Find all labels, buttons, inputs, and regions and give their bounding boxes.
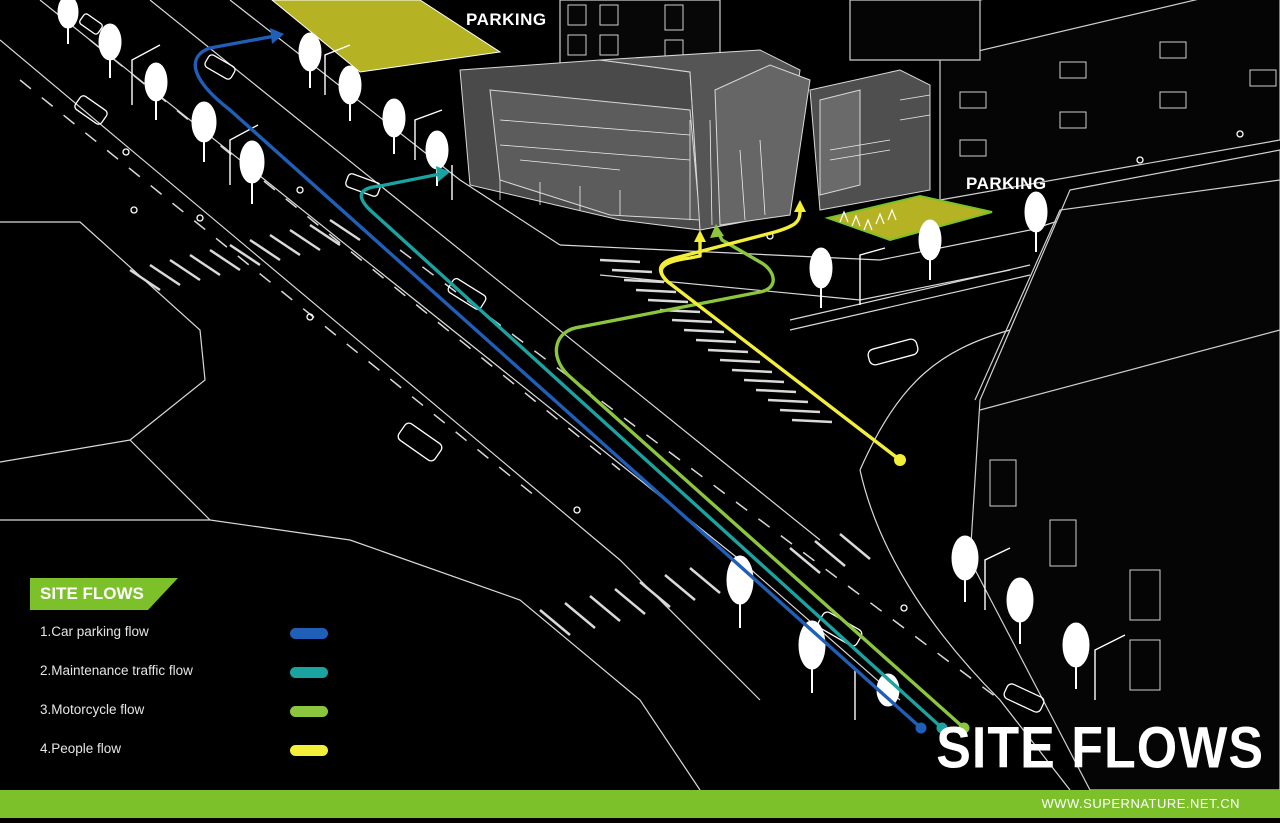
neighbour-buildings (559, 0, 1280, 791)
street-trees (57, 0, 1090, 707)
main-title: SITE FLOWS (936, 715, 1264, 781)
legend-swatch-people (290, 745, 328, 756)
legend-item-label: 4.People flow (40, 741, 122, 756)
legend-swatch-car-parking (290, 628, 328, 639)
legend-item-label: 3.Motorcycle flow (40, 702, 145, 717)
pedestrian (296, 186, 304, 194)
club-building (459, 49, 931, 231)
people-flow-arrowhead-b (694, 230, 706, 242)
people-flow-arrowhead-a (794, 200, 806, 212)
street-lamps (131, 44, 1126, 720)
car-parking-flow-origin (915, 722, 927, 734)
legend-item-maintenance: 2.Maintenance traffic flow (40, 661, 340, 683)
tree (338, 65, 362, 121)
motorcycle-flow-origin (958, 722, 970, 734)
legend-item-label: 2.Maintenance traffic flow (40, 663, 193, 678)
legend-swatch-maintenance (290, 667, 328, 678)
people-flow-line (658, 206, 902, 462)
road-linework (0, 0, 1280, 791)
parking-label-top: PARKING (466, 10, 547, 29)
tree (98, 23, 122, 78)
tree (298, 32, 322, 88)
flow-lines (193, 28, 970, 734)
vehicles (74, 13, 1244, 713)
tree (798, 620, 826, 693)
pedestrian (196, 214, 204, 222)
legend: SITE FLOWS 1.Car parking flow 2.Maintena… (30, 578, 350, 778)
pedestrian (573, 506, 581, 514)
legend-item-label: 1.Car parking flow (40, 624, 149, 639)
legend-title-background (30, 578, 178, 610)
motorcycle-flow-arrowhead (710, 224, 724, 238)
maintenance-flow-arrowhead (436, 166, 450, 182)
legend-title: SITE FLOWS (40, 584, 144, 603)
legend-item-motorcycle: 3.Motorcycle flow (40, 700, 340, 722)
pedestrian (130, 206, 138, 214)
tree (191, 101, 217, 162)
car-parking-flow-arrowhead (270, 28, 284, 44)
people-flow-origin (894, 454, 906, 466)
footer-bar: WWW.SUPERNATURE.NET.CN (0, 790, 1280, 818)
footer-url: WWW.SUPERNATURE.NET.CN (1041, 796, 1240, 811)
tree (809, 247, 833, 308)
pedestrian (900, 604, 908, 612)
motorcycle-flow-line (554, 230, 966, 730)
car (447, 278, 487, 310)
tree (1024, 191, 1048, 252)
tree (1006, 577, 1034, 644)
car-parking-flow-line (193, 34, 923, 730)
tree (382, 98, 406, 154)
tree (918, 219, 942, 280)
legend-item-car-parking: 1.Car parking flow (40, 622, 340, 644)
car (867, 338, 919, 366)
legend-swatch-motorcycle (290, 706, 328, 717)
pedestrian (1136, 156, 1144, 164)
tree (57, 0, 79, 44)
pedestrian (1236, 130, 1244, 138)
maintenance-flow-line (359, 172, 944, 730)
maintenance-flow-origin (936, 722, 948, 734)
tree (1062, 622, 1090, 689)
pedestrian (122, 148, 130, 156)
car (1003, 683, 1045, 713)
tree (239, 140, 265, 204)
tree (144, 62, 168, 120)
pedestrian (306, 313, 314, 321)
legend-title-badge: SITE FLOWS (30, 578, 178, 610)
car (74, 95, 108, 125)
parking-lot-right (824, 194, 993, 242)
legend-item-people: 4.People flow (40, 739, 340, 761)
car (79, 13, 103, 35)
car (397, 422, 443, 462)
people-flow-branch (659, 238, 702, 284)
tree (951, 535, 979, 602)
parking-lot-top (271, 0, 502, 73)
parking-label-right: PARKING (966, 174, 1047, 193)
car (204, 54, 236, 80)
car (345, 173, 381, 197)
